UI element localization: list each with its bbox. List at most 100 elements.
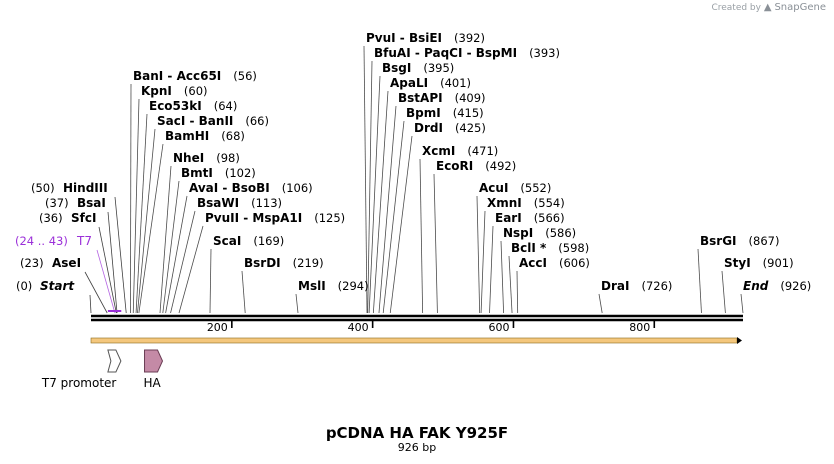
site-position: (425) [455,121,486,135]
site-label-eco53ki[interactable]: Eco53kI(64) [149,99,237,113]
site-label-bsrdi[interactable]: BsrDI(219) [244,256,324,270]
site-leader-bcli [508,255,513,314]
feature-label-t7-promoter[interactable]: T7 promoter [41,376,117,390]
site-name: XcmI [422,144,455,158]
site-position: (554) [534,196,565,210]
site-position: (726) [641,279,672,293]
site-label-hindiii[interactable]: HindIII [63,181,108,195]
site-position: (98) [216,151,240,165]
site-label-start[interactable]: Start [40,279,75,293]
site-position-bsai: (37) [45,196,69,210]
site-label-acui[interactable]: AcuI (552) [479,181,551,195]
site-leader-kpni [132,98,140,314]
site-label-kpni[interactable]: KpnI(60) [141,84,208,98]
site-label-bamhi[interactable]: BamHI(68) [165,129,245,143]
site-leader-drai [598,293,603,314]
site-leader-ecori [433,173,438,314]
site-label-bcli[interactable]: BclI *(598) [511,241,589,255]
t7-promoter-arrow-icon [107,349,122,373]
site-label-end[interactable]: End(926) [743,279,811,293]
site-name: BpmI [406,106,441,120]
site-position: (169) [253,234,284,248]
site-position: (66) [245,114,269,128]
site-position: (60) [184,84,208,98]
site-leader-bfuai-paqci-bspmi [367,60,373,314]
site-label-drai[interactable]: DraI (726) [601,279,672,293]
site-position: (392) [454,31,485,45]
site-label-bsai[interactable]: BsaI [77,196,106,210]
site-label-asei[interactable]: AseI [52,256,81,270]
site-leader-bsrgi [697,248,702,314]
site-name: BsaWI [197,196,239,210]
feature-label-ha[interactable]: HA [144,376,162,390]
ruler-label: 200 [207,321,228,334]
ruler-label: 800 [629,321,650,334]
site-position: (393) [529,46,560,60]
site-label-nhei[interactable]: NheI (98) [173,151,240,165]
site-position-t7: (24 .. 43) [15,234,68,248]
site-label-sfci[interactable]: SfcI [71,211,96,225]
map-length: 926 bp [397,441,437,454]
site-position: (552) [520,181,551,195]
site-label-bstapi[interactable]: BstAPI(409) [398,91,486,105]
site-position: (926) [780,279,811,293]
site-label-saci-banii[interactable]: SacI - BanII (66) [157,114,269,128]
site-position-asei: (23) [20,256,44,270]
site-label-t7[interactable]: T7 [76,234,92,248]
feature-arrowhead-icon [737,337,742,344]
site-label-pvui-bsiei[interactable]: PvuI - BsiEI(392) [366,31,485,45]
site-name: DraI [601,279,629,293]
site-label-nspi[interactable]: NspI(586) [503,226,576,240]
site-leader-pvui-bsiei [363,45,368,314]
site-label-xcmi[interactable]: XcmI(471) [422,144,498,158]
site-position: (102) [225,166,256,180]
site-label-xmni[interactable]: XmnI (554) [487,196,565,210]
site-leader-scai [209,248,212,314]
site-name: EarI [495,211,522,225]
site-label-bsrgi[interactable]: BsrGI(867) [700,234,779,248]
snapgene-credit: Created by ▲ SnapGene [711,2,826,13]
sequence-feature-arrow [90,337,738,344]
site-label-acci[interactable]: AccI (606) [519,256,590,270]
site-name: SacI - BanII [157,114,233,128]
site-label-ecori[interactable]: EcoRI(492) [436,159,516,173]
site-leader-bsawi [170,210,196,314]
site-label-drdi[interactable]: DrdI(425) [414,121,486,135]
site-position: (492) [485,159,516,173]
site-label-eari[interactable]: EarI (566) [495,211,565,225]
site-position: (125) [314,211,345,225]
site-label-msli[interactable]: MslI(294) [298,279,369,293]
site-name: AcuI [479,181,508,195]
site-name: BmtI [181,166,213,180]
site-name: BsrGI [700,234,737,248]
site-position-start: (0) [16,279,32,293]
site-position: (68) [221,129,245,143]
site-label-bmti[interactable]: BmtI (102) [181,166,256,180]
site-leader-saci-banii [137,128,156,314]
site-label-pvuii-mspa1i[interactable]: PvuII - MspA1I (125) [205,211,345,225]
site-leader-drdi [389,135,413,314]
site-label-bpmi[interactable]: BpmI(415) [406,106,484,120]
site-label-bsgi[interactable]: BsgI(395) [382,61,454,75]
site-leader-eari [489,225,494,314]
site-position: (219) [293,256,324,270]
site-position: (566) [534,211,565,225]
site-label-avai-bsobi[interactable]: AvaI - BsoBI(106) [189,181,313,195]
site-label-apali[interactable]: ApaLI(401) [390,76,471,90]
site-label-bfuai-paqci-bspmi[interactable]: BfuAI - PaqCI - BspMI(393) [374,46,560,60]
site-name: AccI [519,256,547,270]
site-leader-bpmi [382,120,405,314]
site-name: NheI [173,151,204,165]
site-leader-bmti [162,180,180,314]
site-label-scai[interactable]: ScaI(169) [213,234,284,248]
site-name: XmnI [487,196,522,210]
site-label-bani-acc65i[interactable]: BanI - Acc65I(56) [133,69,257,83]
site-position: (606) [559,256,590,270]
site-name: PvuII - MspA1I [205,211,302,225]
site-label-bsawi[interactable]: BsaWI(113) [197,196,282,210]
site-position: (56) [233,69,257,83]
site-leader-xmni [480,210,486,314]
site-position-hindiii: (50) [31,181,55,195]
site-label-styi[interactable]: StyI(901) [724,256,794,270]
